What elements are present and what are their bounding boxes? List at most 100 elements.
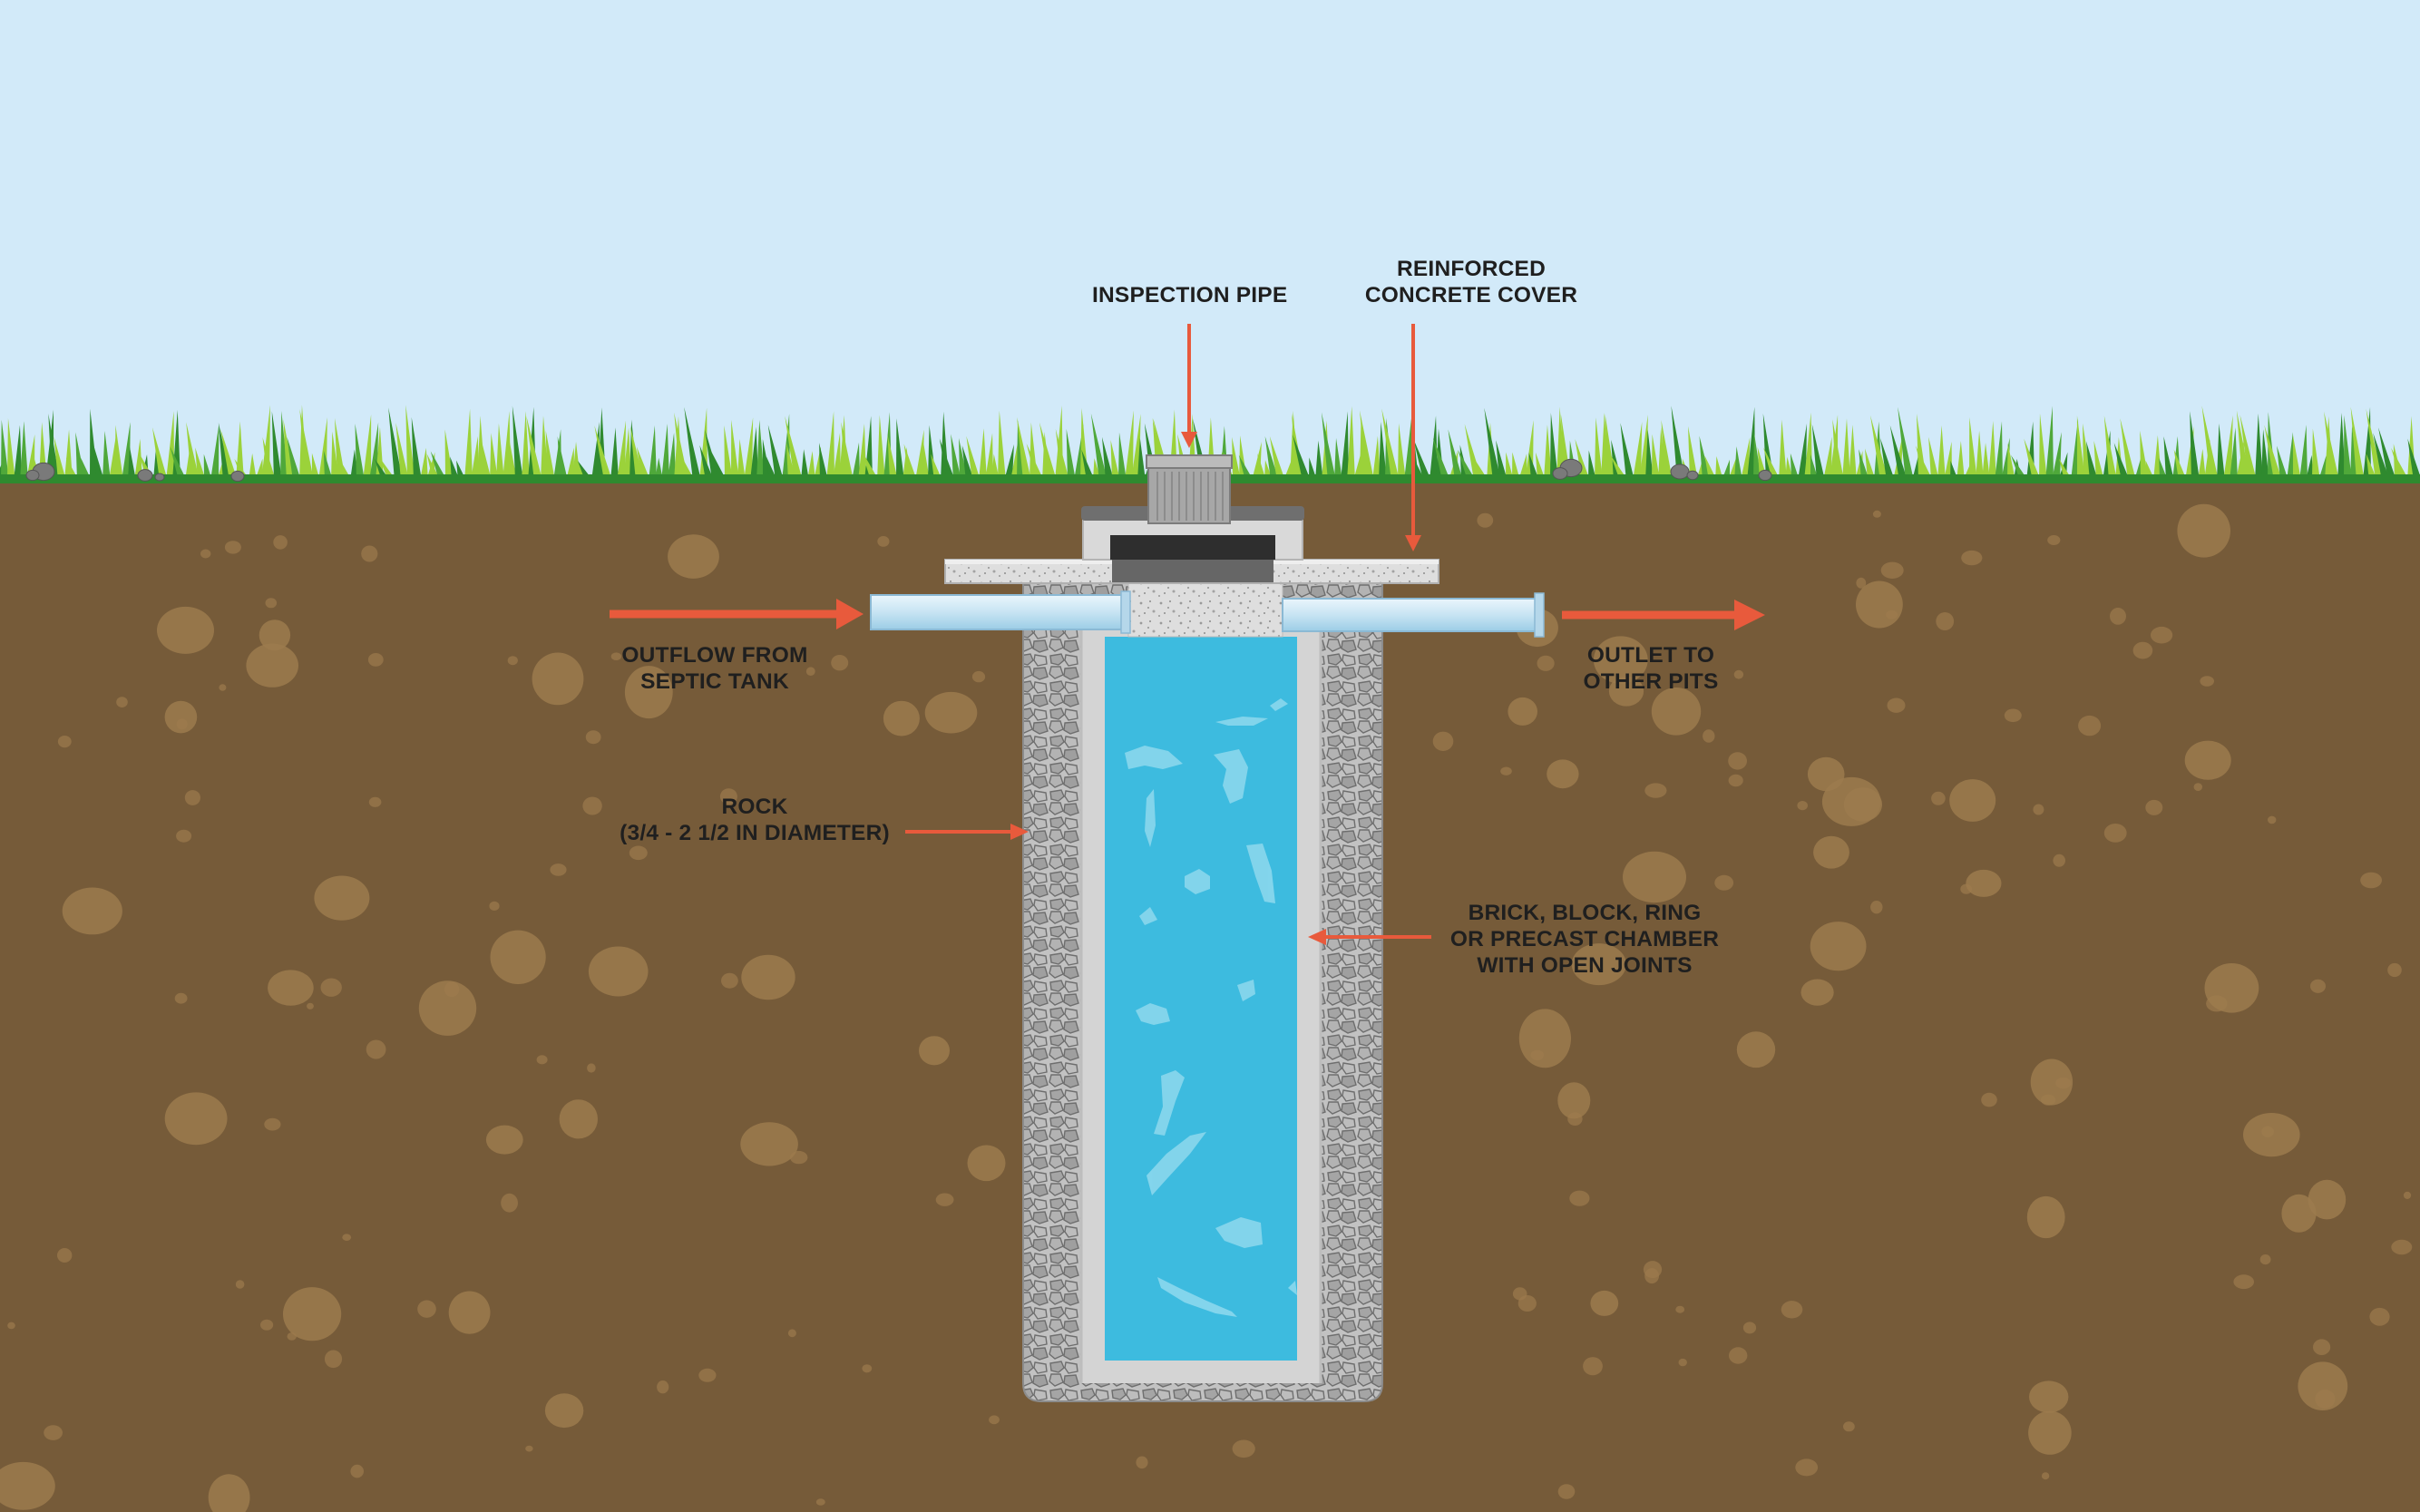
soil-stone	[610, 652, 622, 660]
soil-stone	[1880, 561, 1904, 579]
concrete-cover-arrow	[1405, 324, 1421, 551]
soil-stone	[585, 730, 601, 745]
soil-stone	[624, 666, 673, 719]
grass-blade	[388, 407, 403, 481]
grass-blade	[2350, 406, 2365, 481]
soil-stone	[2193, 783, 2202, 791]
grass-blade	[966, 435, 981, 481]
grass-blade	[1528, 452, 1539, 481]
label-outlet: OUTLET TO OTHER PITS	[1560, 642, 1742, 695]
grass-blade	[959, 437, 968, 481]
grass-blade	[1699, 435, 1711, 481]
pebble	[137, 469, 153, 482]
soil-stone	[490, 930, 546, 985]
soil-stone	[790, 1150, 808, 1165]
soil-stone	[157, 606, 214, 654]
grass-blade	[2312, 428, 2320, 481]
grass-blade	[2007, 443, 2015, 481]
soil-stone	[741, 954, 795, 1000]
soil-stone	[1593, 636, 1648, 684]
soil-stone	[831, 655, 849, 671]
grass-blade	[1118, 432, 1127, 481]
soil-stone	[1530, 1049, 1545, 1061]
inspection-pipe-arrow	[1181, 324, 1197, 448]
grass-blade	[2306, 454, 2314, 481]
soil-stone	[1931, 791, 1946, 805]
grass-blade	[2223, 415, 2233, 481]
grass-blade	[363, 414, 372, 481]
grass-blade	[1238, 454, 1254, 481]
grass-blade	[54, 436, 66, 481]
soil-stone	[417, 1300, 436, 1318]
soil-stone	[2033, 804, 2044, 815]
grass-blade	[496, 423, 504, 481]
soil-stone	[164, 700, 198, 734]
grass-blade	[109, 434, 117, 481]
grass-blade	[1595, 417, 1603, 481]
grass-blade	[1969, 417, 1977, 481]
soil-stone	[815, 1498, 825, 1506]
soil-stone	[1136, 1456, 1148, 1469]
grass-blade	[826, 411, 834, 481]
soil-stone	[2259, 1254, 2271, 1265]
grass-blade	[1610, 454, 1628, 481]
label-rock: ROCK (3/4 - 2 1/2 IN DIAMETER)	[610, 794, 900, 846]
soil-stone	[44, 1425, 63, 1440]
grass-blade	[1448, 429, 1463, 481]
grass-blade	[1066, 428, 1076, 481]
grass-blade	[2103, 415, 2117, 481]
soil-stone	[1567, 1112, 1583, 1126]
grass-blade	[2190, 411, 2200, 481]
grass-blade	[668, 432, 676, 481]
soil-stone	[2041, 1472, 2050, 1480]
grass-blade	[1413, 438, 1431, 481]
grass-blade	[1430, 415, 1438, 481]
grass-blade	[1645, 429, 1654, 481]
soil-stone	[883, 700, 920, 736]
soil-stone	[2132, 641, 2153, 659]
soil-stone	[1477, 512, 1494, 528]
grass-blade	[2337, 412, 2346, 481]
grass-blade	[623, 427, 631, 481]
grass-blade	[887, 434, 898, 481]
grass-blade	[334, 418, 346, 481]
grass-blade	[1090, 413, 1108, 481]
soil-stone	[368, 796, 382, 807]
soil-stone	[1736, 1031, 1776, 1068]
grass-blade	[508, 435, 517, 481]
grass-blade	[684, 406, 701, 481]
grass-blade	[699, 444, 714, 481]
soil-stone	[219, 684, 227, 691]
grass-blade	[1484, 407, 1501, 481]
grass-blade	[2039, 413, 2047, 481]
soil-stone	[2233, 1274, 2254, 1290]
soil-stone	[2313, 1339, 2331, 1355]
soil-stone	[314, 875, 370, 921]
grass-blade	[756, 419, 765, 481]
label-concrete-cover: REINFORCED CONCRETE COVER	[1344, 256, 1598, 308]
rock-arrow	[905, 824, 1029, 840]
grass-blade	[922, 443, 930, 481]
soil-stone	[1508, 697, 1537, 726]
soil-stone	[259, 619, 291, 651]
grass-blade	[2024, 438, 2041, 481]
soil-stone	[721, 972, 738, 989]
soil-stone	[2110, 608, 2126, 625]
grass-blade	[649, 424, 657, 481]
grass-blade	[1379, 422, 1387, 481]
grass-blade	[1264, 436, 1279, 481]
soil-stone	[2315, 1389, 2336, 1409]
soil-stone	[235, 1280, 245, 1289]
grass-blade	[426, 454, 441, 481]
grass-blade	[807, 451, 815, 481]
grass-blade	[2264, 424, 2282, 481]
soil-stone	[366, 1039, 386, 1059]
grass-blade	[1010, 443, 1019, 481]
grass-blade	[471, 435, 479, 481]
grass-blade	[1232, 436, 1241, 481]
soil-stone	[273, 535, 288, 550]
water	[1105, 637, 1297, 1361]
soil-stone	[268, 970, 314, 1006]
grass-blade	[2113, 443, 2130, 481]
